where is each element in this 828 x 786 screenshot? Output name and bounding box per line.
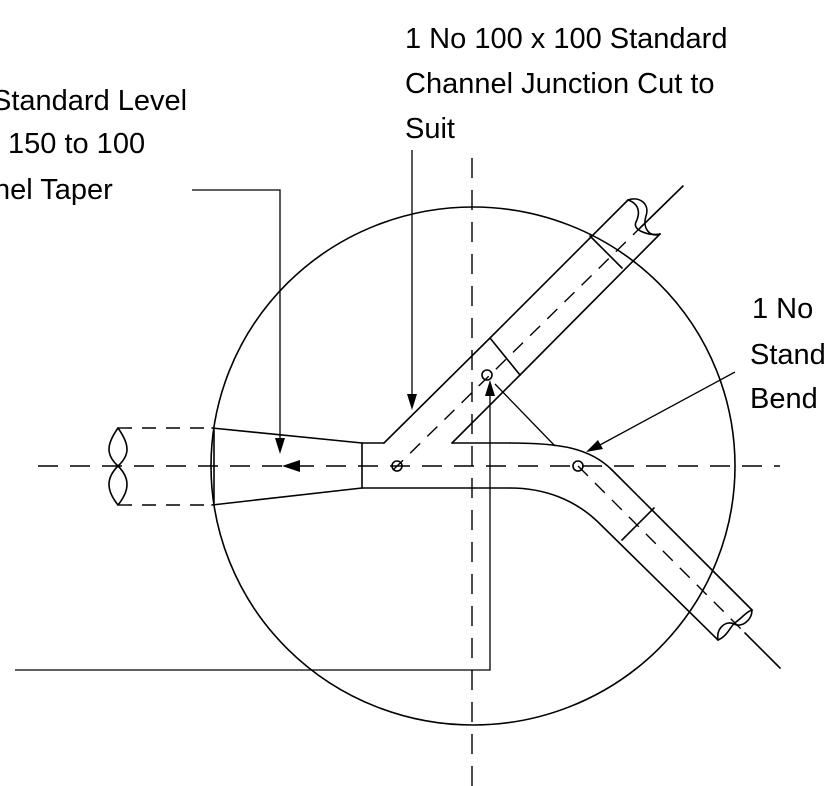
bend-centre-line (577, 465, 746, 634)
channel-junction (361, 337, 521, 489)
leader-bottom (15, 380, 495, 671)
junction-label-line-3: Suit (405, 113, 455, 145)
leader-junction (407, 150, 417, 410)
junction-branch-lower-edge (383, 337, 491, 444)
branch-break-mark-2 (627, 199, 661, 236)
branch-lower-edge (519, 233, 661, 376)
bend-centre-line-end (744, 632, 781, 669)
bend-label-line-1: 1 No (752, 293, 813, 325)
bend-upper-edge (509, 442, 753, 611)
leader-diagonal (494, 383, 556, 447)
bend-channel (509, 442, 753, 641)
junction-inner-diagonal (451, 374, 521, 444)
leader-bend-line (597, 371, 736, 447)
channel-taper (211, 427, 363, 506)
bend-label-line-3: Bend (750, 383, 818, 415)
leader-bend (586, 371, 736, 452)
flow-arrow (282, 460, 300, 472)
junction-centre-marker (391, 460, 403, 472)
branch-channel (489, 198, 661, 376)
branch-upper-edge (489, 199, 629, 339)
branch-centre-line (392, 227, 641, 471)
leader-taper (192, 189, 285, 454)
bend-joint (621, 507, 655, 541)
taper-label: Standard Level 150 to 100 nel Taper (0, 85, 187, 206)
junction-label-line-1: 1 No 100 x 100 Standard (405, 23, 727, 55)
leader-taper-line (192, 189, 281, 440)
leader-bottom-line (15, 392, 491, 671)
bend-label-line-2: Stand (750, 339, 826, 371)
flow-arrowhead (282, 460, 300, 472)
leader-diagonal-line (494, 383, 556, 447)
taper-bottom-edge (211, 487, 363, 506)
junction-label: 1 No 100 x 100 Standard Channel Junction… (405, 23, 727, 145)
bend-lower-edge (509, 487, 719, 641)
bend-break-mark-2 (717, 609, 753, 641)
taper-label-line-3: nel Taper (0, 174, 113, 206)
leader-taper-arrowhead (275, 438, 285, 454)
inlet-break-mark-2 (108, 427, 128, 506)
leader-bottom-arrowhead (485, 380, 495, 396)
bend-centre-marker (572, 460, 584, 472)
leader-junction-arrowhead (407, 394, 417, 410)
taper-label-line-1: Standard Level (0, 85, 187, 117)
junction-label-line-2: Channel Junction Cut to (405, 68, 715, 100)
branch-joint (589, 235, 623, 269)
inlet-pipe (108, 427, 212, 506)
leader-bend-arrowhead (586, 440, 603, 452)
bend-label: 1 No Stand Bend (750, 293, 826, 415)
branch-centre-line-end (639, 185, 684, 229)
branch-centre-marker (481, 369, 493, 381)
junction-branch-joint (489, 337, 521, 376)
taper-label-line-2: 150 to 100 (8, 128, 145, 160)
branch-break-mark (627, 198, 661, 236)
taper-top-edge (211, 427, 363, 444)
